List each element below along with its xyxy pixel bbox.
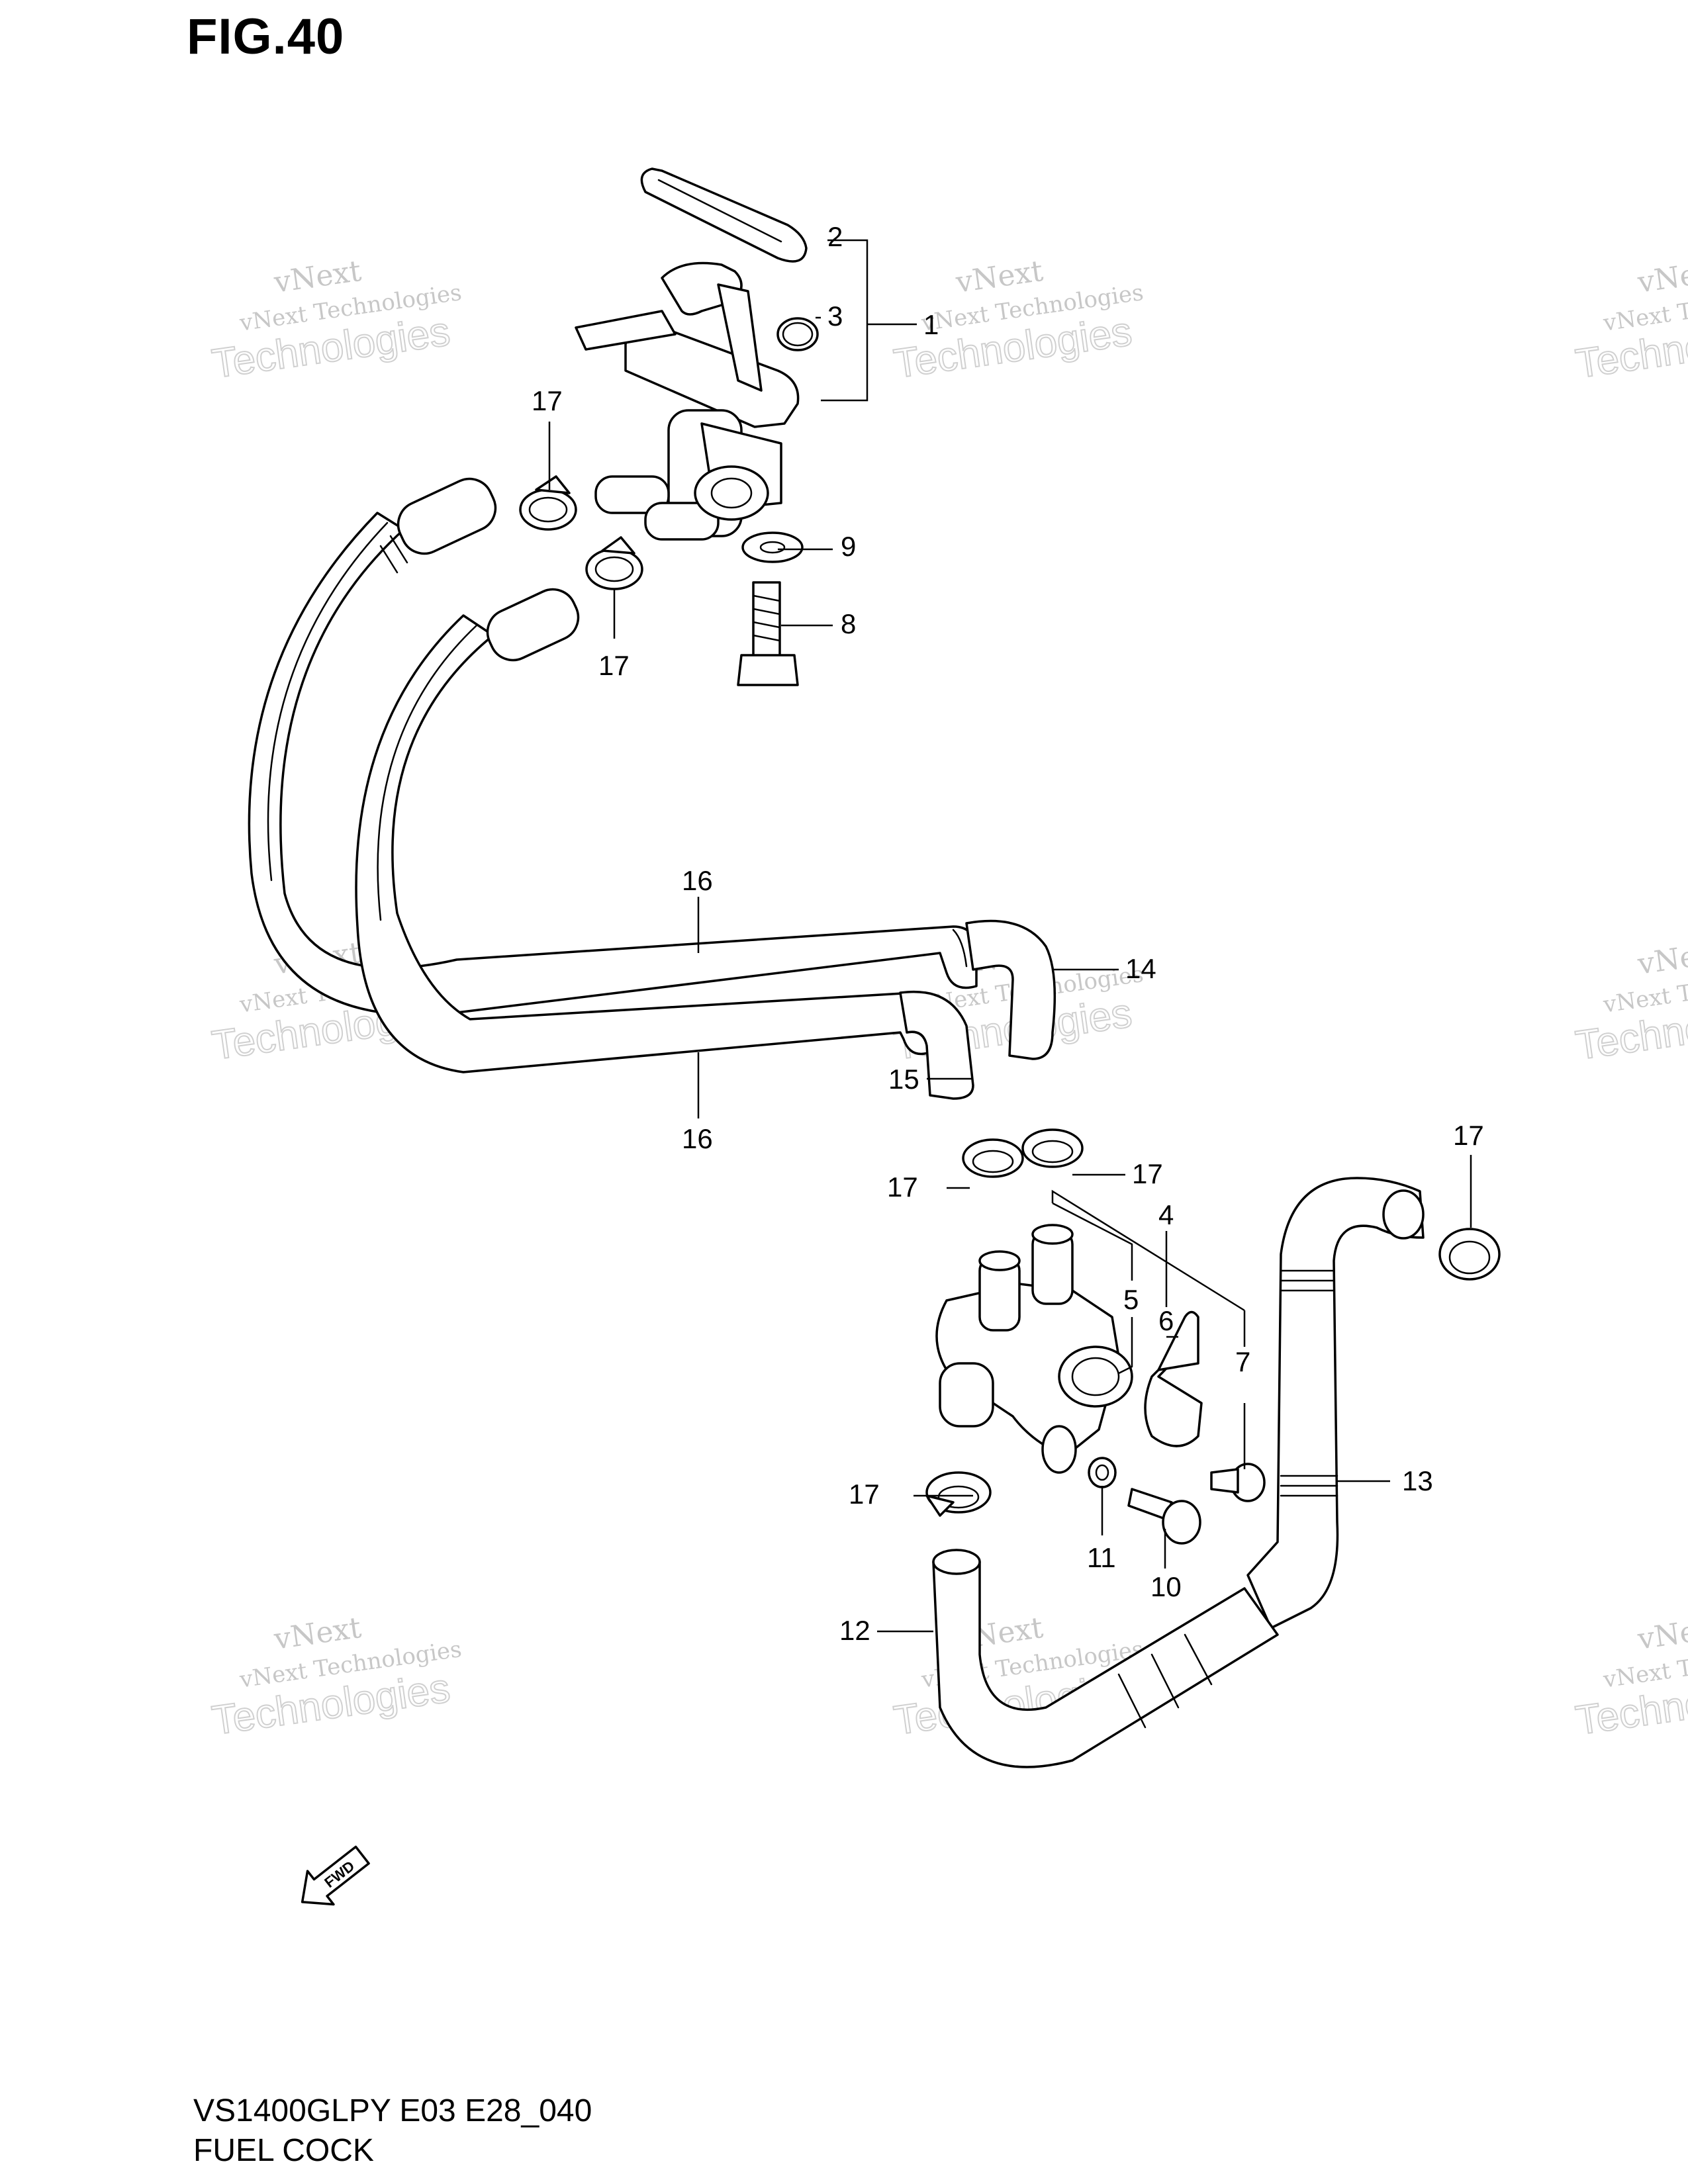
watermark: vNext vNext Technologies Technologies bbox=[209, 1611, 463, 1745]
watermark: vNext vNext Technologies Technologies bbox=[1572, 254, 1688, 388]
figure-title: FIG.40 bbox=[187, 9, 345, 65]
bolt-part-8 bbox=[737, 581, 799, 686]
callout-17: 17 bbox=[1132, 1158, 1163, 1189]
watermark: vNext vNext Technologies Technologies bbox=[209, 254, 463, 388]
callout-4: 4 bbox=[1158, 1199, 1174, 1230]
hose-elbow-part-14 bbox=[952, 919, 1056, 1060]
washer-part-11 bbox=[1088, 1457, 1117, 1488]
callout-3: 3 bbox=[827, 300, 843, 332]
clamp-part-17 bbox=[1021, 1128, 1084, 1168]
section-name: FUEL COCK bbox=[193, 2133, 374, 2168]
svg-text:vNext: vNext bbox=[1635, 1611, 1688, 1657]
callout-5: 5 bbox=[1123, 1284, 1139, 1315]
fuel-cock-body-part-5 bbox=[935, 1224, 1133, 1474]
fuel-hose-part-16-lower bbox=[355, 588, 935, 1073]
callout-13: 13 bbox=[1402, 1465, 1433, 1496]
washer-part-9 bbox=[741, 531, 804, 563]
hose-part-13 bbox=[1246, 1177, 1425, 1629]
bolt-part-10 bbox=[1127, 1488, 1201, 1545]
callout-17: 17 bbox=[598, 650, 630, 681]
callout-17: 17 bbox=[887, 1171, 918, 1203]
gasket-part-2 bbox=[640, 167, 808, 263]
clamp-part-17 bbox=[519, 475, 577, 531]
fuel-cock-assembly-part-1 bbox=[575, 261, 800, 541]
callout-15: 15 bbox=[888, 1064, 919, 1095]
model-code: VS1400GLPY E03 E28_040 bbox=[193, 2093, 592, 2128]
clamp-part-17 bbox=[962, 1138, 1024, 1178]
callout-16: 16 bbox=[682, 1123, 713, 1154]
watermark: vNext vNext Technologies Technologies bbox=[1572, 1611, 1688, 1745]
callout-17: 17 bbox=[1453, 1120, 1484, 1151]
callout-10: 10 bbox=[1150, 1571, 1182, 1602]
callout-labels: 2 3 1 17 9 8 17 16 14 15 16 17 17 17 4 5… bbox=[532, 221, 1484, 1646]
callout-1: 1 bbox=[923, 309, 939, 340]
callout-16: 16 bbox=[682, 865, 713, 896]
svg-text:vNext: vNext bbox=[953, 254, 1045, 300]
clamp-part-17 bbox=[585, 536, 643, 590]
fuel-hose-part-16-upper bbox=[248, 477, 978, 1016]
callout-12: 12 bbox=[839, 1615, 870, 1646]
svg-text:vNext: vNext bbox=[271, 1611, 363, 1657]
callout-17: 17 bbox=[532, 385, 563, 416]
callout-9: 9 bbox=[841, 531, 856, 562]
callout-17: 17 bbox=[849, 1479, 880, 1510]
callout-8: 8 bbox=[841, 608, 856, 639]
watermark: vNext vNext Technologies Technologies bbox=[890, 254, 1145, 388]
callout-11: 11 bbox=[1087, 1542, 1116, 1573]
svg-text:vNext: vNext bbox=[271, 254, 363, 300]
clamp-part-17 bbox=[1438, 1228, 1501, 1281]
svg-text:vNext: vNext bbox=[1635, 254, 1688, 300]
o-ring-part-3 bbox=[776, 317, 819, 351]
hose-part-12 bbox=[932, 1549, 1279, 1768]
watermark: vNext vNext Technologies Technologies bbox=[1572, 936, 1688, 1069]
clamp-part-17 bbox=[925, 1471, 992, 1517]
fwd-arrow-icon: FWD bbox=[301, 1845, 370, 1906]
leader-lines bbox=[548, 239, 1472, 1633]
lever-part-6 bbox=[1144, 1310, 1203, 1447]
callout-14: 14 bbox=[1125, 953, 1156, 984]
svg-text:vNext: vNext bbox=[1635, 936, 1688, 981]
callout-7: 7 bbox=[1235, 1346, 1250, 1377]
callout-6: 6 bbox=[1158, 1305, 1174, 1336]
screw-part-7 bbox=[1210, 1463, 1266, 1502]
hose-elbow-part-15 bbox=[899, 990, 974, 1100]
callout-2: 2 bbox=[827, 221, 843, 252]
